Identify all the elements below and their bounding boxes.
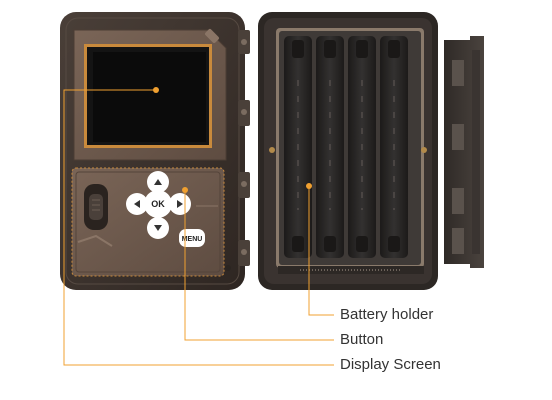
callout-line-display-screen [63, 89, 334, 366]
callout-lines [63, 89, 334, 366]
display-screen [84, 44, 212, 148]
callout-line-battery-holder [308, 186, 334, 316]
ok-button[interactable] [144, 190, 172, 218]
latch-door[interactable] [444, 36, 484, 268]
ok-label: OK [151, 199, 165, 209]
callout-dot-display-screen [153, 87, 159, 93]
callout-dot-button [182, 187, 188, 193]
callout-dots [153, 87, 312, 193]
battery-slot [284, 36, 312, 258]
battery-slot [380, 36, 408, 258]
callout-dot-battery-holder [306, 183, 312, 189]
battery-holder [284, 36, 408, 258]
display-screen-label: Display Screen [340, 356, 441, 373]
button-label: Button [340, 331, 384, 348]
menu-label: MENU [182, 236, 203, 243]
battery-slot [316, 36, 344, 258]
callout-line-button [184, 190, 334, 341]
battery-holder-label: Battery holder [340, 306, 434, 323]
battery-slot [348, 36, 376, 258]
